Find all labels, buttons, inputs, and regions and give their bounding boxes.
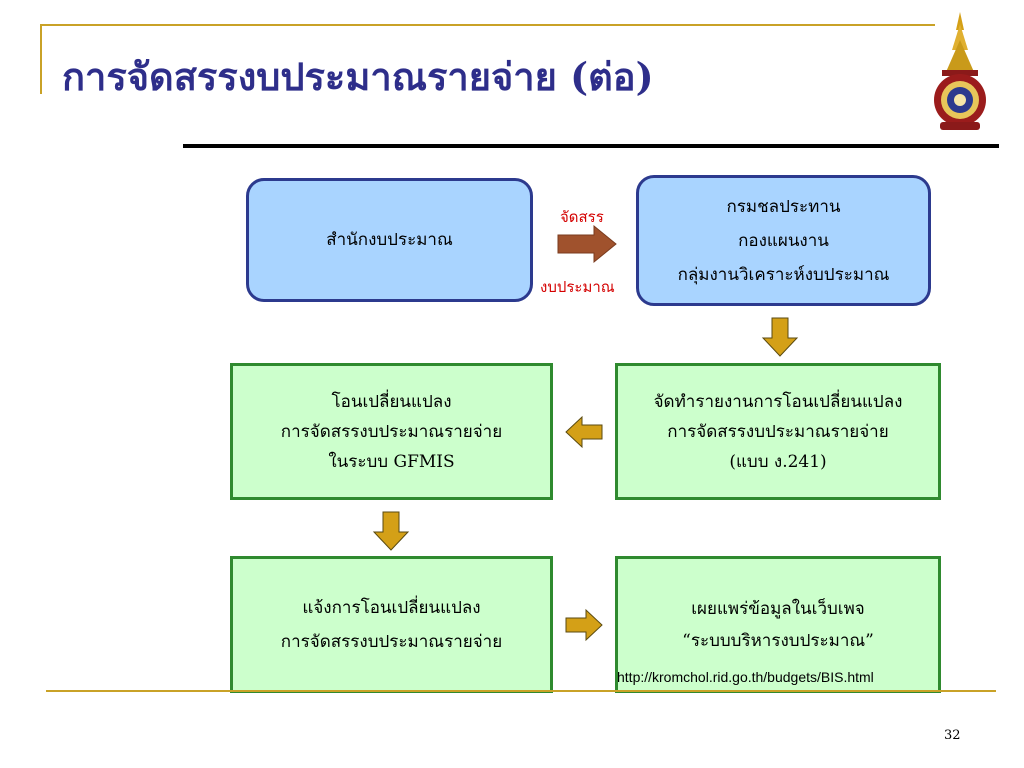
node-report-line: การจัดสรรงบประมาณรายจ่าย: [667, 421, 889, 442]
slide-title: การจัดสรรงบประมาณรายจ่าย (ต่อ): [62, 54, 654, 99]
footer-line: [46, 690, 996, 692]
node-notify-line: การจัดสรรงบประมาณรายจ่าย: [280, 631, 503, 652]
node-rid: กรมชลประทาน กองแผนงาน กลุ่มงานวิเคราะห์ง…: [636, 175, 931, 306]
node-report-line: (แบบ ง.241): [729, 451, 827, 472]
node-report-line: จัดทำรายงานการโอนเปลี่ยนแปลง: [653, 391, 903, 412]
node-budget-bureau: สำนักงบประมาณ: [246, 178, 533, 302]
title-top-line: [40, 24, 935, 26]
node-gfmis-line: ในระบบ GFMIS: [328, 451, 455, 472]
royal-emblem-icon: [934, 12, 986, 130]
down-arrow-right: [761, 317, 799, 357]
node-notify: แจ้งการโอนเปลี่ยนแปลง การจัดสรรงบประมาณร…: [230, 556, 553, 693]
down-arrow-left: [372, 511, 410, 551]
node-gfmis-line: โอนเปลี่ยนแปลง: [331, 391, 452, 412]
page-number: 32: [944, 728, 961, 743]
edge-label-allocate-top: จัดสรร: [560, 208, 604, 226]
node-report: จัดทำรายงานการโอนเปลี่ยนแปลง การจัดสรรงบ…: [615, 363, 941, 500]
node-rid-line: กองแผนงาน: [738, 230, 829, 251]
node-budget-bureau-line: สำนักงบประมาณ: [326, 230, 453, 250]
right-arrow-bottom: [565, 608, 603, 642]
node-publish-line: เผยแพร่ข้อมูลในเว็บเพจ: [691, 599, 865, 619]
budget-system-url[interactable]: http://kromchol.rid.go.th/budgets/BIS.ht…: [617, 669, 874, 685]
title-accent-bar: [40, 26, 42, 94]
allocate-arrow: [557, 224, 617, 264]
title-underline: [183, 144, 999, 148]
node-rid-line: กลุ่มงานวิเคราะห์งบประมาณ: [677, 264, 890, 285]
node-gfmis-line: การจัดสรรงบประมาณรายจ่าย: [280, 421, 503, 442]
edge-label-allocate-bottom: งบประมาณ: [540, 278, 615, 296]
node-rid-line: กรมชลประทาน: [726, 196, 841, 217]
left-arrow-middle: [565, 415, 603, 449]
node-notify-line: แจ้งการโอนเปลี่ยนแปลง: [302, 597, 481, 618]
node-gfmis: โอนเปลี่ยนแปลง การจัดสรรงบประมาณรายจ่าย …: [230, 363, 553, 500]
node-publish-line: “ระบบบริหารงบประมาณ”: [682, 631, 874, 651]
